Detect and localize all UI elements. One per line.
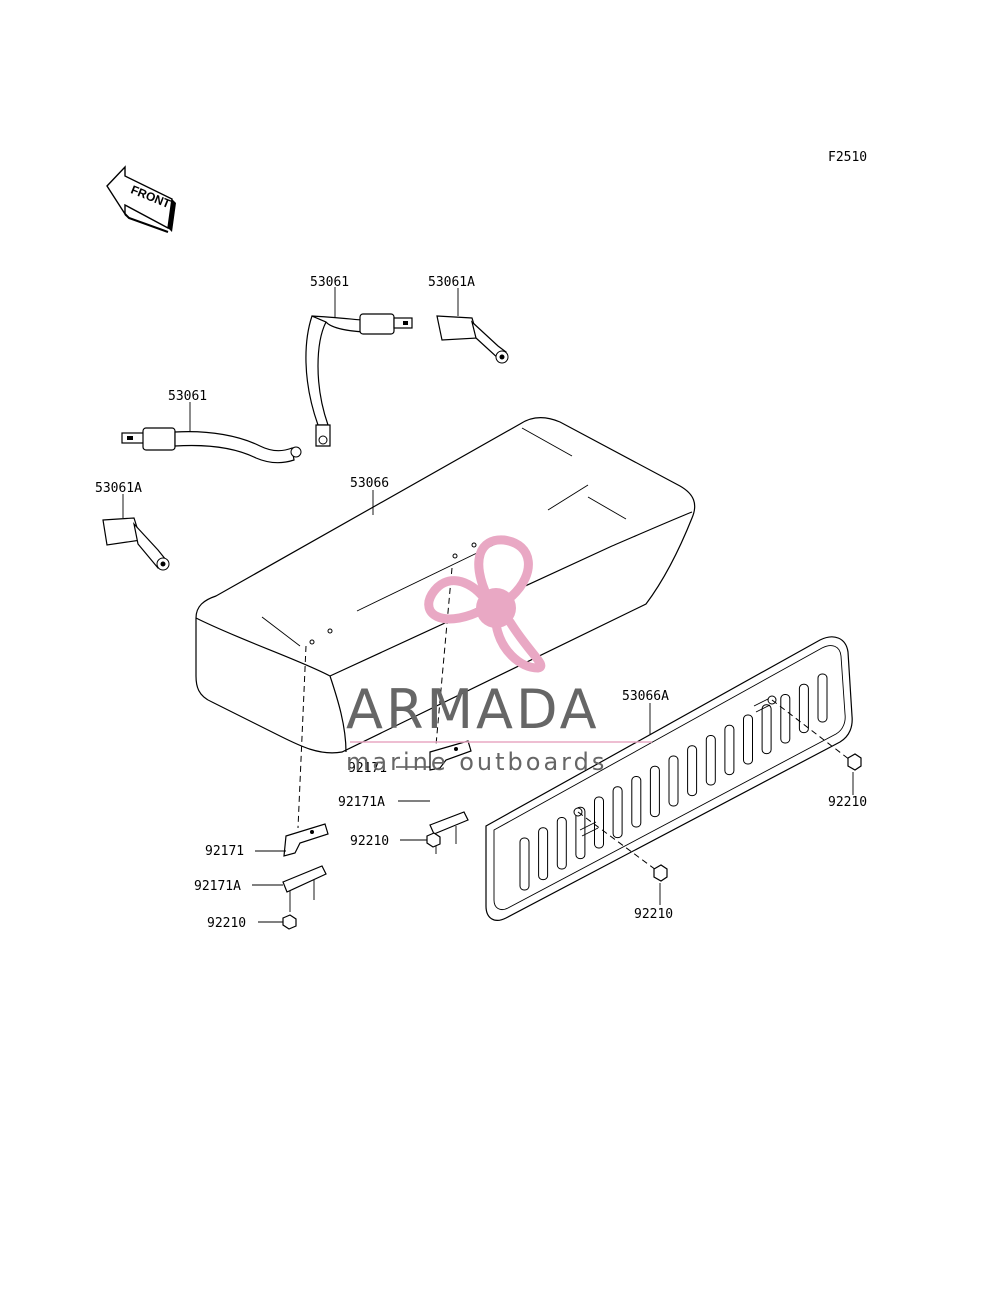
vent-slot	[780, 694, 791, 744]
label-belt-upper: 53061	[310, 275, 349, 290]
vent-slot	[649, 765, 660, 818]
seat-belt-left	[121, 427, 302, 464]
nut-center-icon	[426, 832, 441, 848]
vent-slot	[817, 673, 828, 723]
vent-slot	[798, 683, 809, 734]
vent-slot	[612, 786, 623, 839]
label-buckle-left: 53061A	[95, 481, 142, 496]
label-nut-panel-lower: 92210	[634, 907, 673, 922]
plate-left	[282, 865, 327, 912]
vent-slot	[519, 837, 530, 891]
buckle-left	[102, 517, 170, 571]
armada-watermark: ARMADA marine outboards	[346, 535, 652, 776]
seat-belt-upper	[305, 313, 413, 447]
vent-slot	[668, 755, 679, 807]
vent-slot	[761, 704, 772, 755]
vent-slot	[538, 827, 549, 881]
bracket-center	[429, 740, 472, 771]
label-buckle-upper: 53061A	[428, 275, 475, 290]
vent-slot	[575, 806, 586, 860]
label-belt-left: 53061	[168, 389, 207, 404]
assembly-line-left	[297, 645, 307, 829]
nut-panel-right-icon	[847, 753, 862, 771]
label-plate-left: 92171A	[194, 879, 241, 894]
vent-slot	[743, 714, 753, 765]
label-plate-center: 92171A	[338, 795, 385, 810]
bracket-left	[283, 823, 329, 857]
vent-slot	[687, 745, 698, 797]
label-nut-center: 92210	[350, 834, 389, 849]
vent-slot	[556, 817, 567, 870]
nut-panel-lower-icon	[653, 864, 668, 882]
watermark-brand: ARMADA	[346, 678, 600, 741]
vent-slot	[724, 724, 735, 776]
label-nut-panel-right: 92210	[828, 795, 867, 810]
front-arrow-icon: FRONT	[106, 165, 176, 233]
vent-slot	[705, 735, 716, 786]
label-bracket-left: 92171	[205, 844, 244, 859]
assembly-line-panel-right	[771, 699, 851, 761]
label-back-panel: 53066A	[622, 689, 669, 704]
label-bracket-center: 92171	[348, 761, 387, 776]
watermark-tagline: marine outboards	[346, 748, 607, 776]
buckle-upper	[436, 315, 509, 364]
vent-slot	[631, 776, 642, 828]
label-nut-left: 92210	[207, 916, 246, 931]
propeller-logo-icon	[424, 535, 546, 673]
plate-center	[429, 811, 469, 854]
back-panel	[485, 636, 853, 921]
label-seat-cushion: 53066	[350, 476, 389, 491]
assembly-line-panel-lower	[577, 811, 657, 871]
figure-code: F2510	[828, 150, 867, 165]
nut-left-icon	[282, 914, 297, 930]
